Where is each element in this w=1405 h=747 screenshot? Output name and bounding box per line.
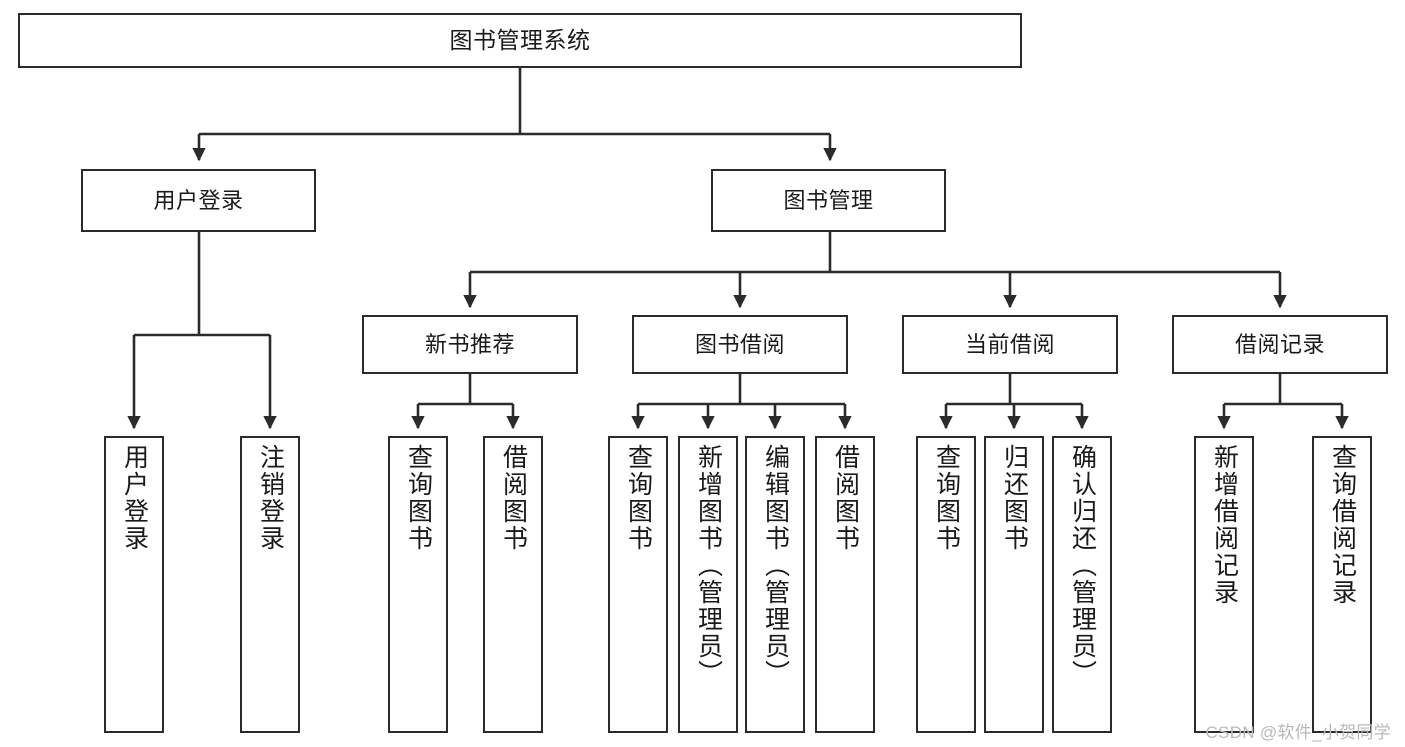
node-leaf-user-login[interactable]: 用户登录 — [104, 436, 164, 733]
node-label: 图书管理系统 — [449, 26, 591, 53]
node-label: 当前借阅 — [964, 331, 1055, 357]
node-leaf-add-book[interactable]: 新增图书（管理员） — [678, 436, 738, 733]
node-leaf-add-record[interactable]: 新增借阅记录 — [1194, 436, 1254, 733]
node-label: 查询图书 — [624, 444, 653, 552]
node-label: 查询借阅记录 — [1328, 444, 1357, 606]
node-new-book-recommend[interactable]: 新书推荐 — [362, 315, 578, 374]
node-leaf-borrow-book-2[interactable]: 借阅图书 — [815, 436, 875, 733]
node-borrow-record[interactable]: 借阅记录 — [1172, 315, 1388, 374]
node-label: 归还图书 — [1000, 444, 1029, 552]
node-label: 新增借阅记录 — [1210, 444, 1239, 606]
node-leaf-confirm-return[interactable]: 确认归还（管理员） — [1052, 436, 1112, 733]
node-label: 借阅记录 — [1234, 331, 1325, 357]
node-label: 用户登录 — [153, 187, 244, 213]
node-label: 新书推荐 — [424, 331, 515, 357]
node-label: 图书借阅 — [694, 331, 785, 357]
node-user-login[interactable]: 用户登录 — [81, 169, 316, 232]
node-book-manage[interactable]: 图书管理 — [711, 169, 946, 232]
node-root-system[interactable]: 图书管理系统 — [18, 13, 1022, 68]
node-leaf-borrow-book-1[interactable]: 借阅图书 — [483, 436, 543, 733]
node-label: 借阅图书 — [499, 444, 528, 552]
node-leaf-user-logout[interactable]: 注销登录 — [240, 436, 300, 733]
node-label: 查询图书 — [404, 444, 433, 552]
node-label: 查询图书 — [932, 444, 961, 552]
node-label: 编辑图书（管理员） — [761, 444, 790, 687]
node-label: 图书管理 — [783, 187, 874, 213]
node-label: 新增图书（管理员） — [694, 444, 723, 687]
node-leaf-return-book[interactable]: 归还图书 — [984, 436, 1044, 733]
node-leaf-query-book-1[interactable]: 查询图书 — [388, 436, 448, 733]
node-label: 注销登录 — [256, 444, 285, 552]
node-leaf-query-book-2[interactable]: 查询图书 — [608, 436, 668, 733]
node-current-borrow[interactable]: 当前借阅 — [902, 315, 1118, 374]
node-label: 借阅图书 — [831, 444, 860, 552]
node-label: 用户登录 — [120, 444, 149, 552]
node-leaf-query-book-3[interactable]: 查询图书 — [916, 436, 976, 733]
csdn-watermark: CSDN @软件_小贺同学 — [1205, 723, 1391, 742]
node-label: 确认归还（管理员） — [1068, 444, 1097, 687]
node-leaf-query-record[interactable]: 查询借阅记录 — [1312, 436, 1372, 733]
node-leaf-edit-book[interactable]: 编辑图书（管理员） — [745, 436, 805, 733]
node-book-borrow[interactable]: 图书借阅 — [632, 315, 848, 374]
